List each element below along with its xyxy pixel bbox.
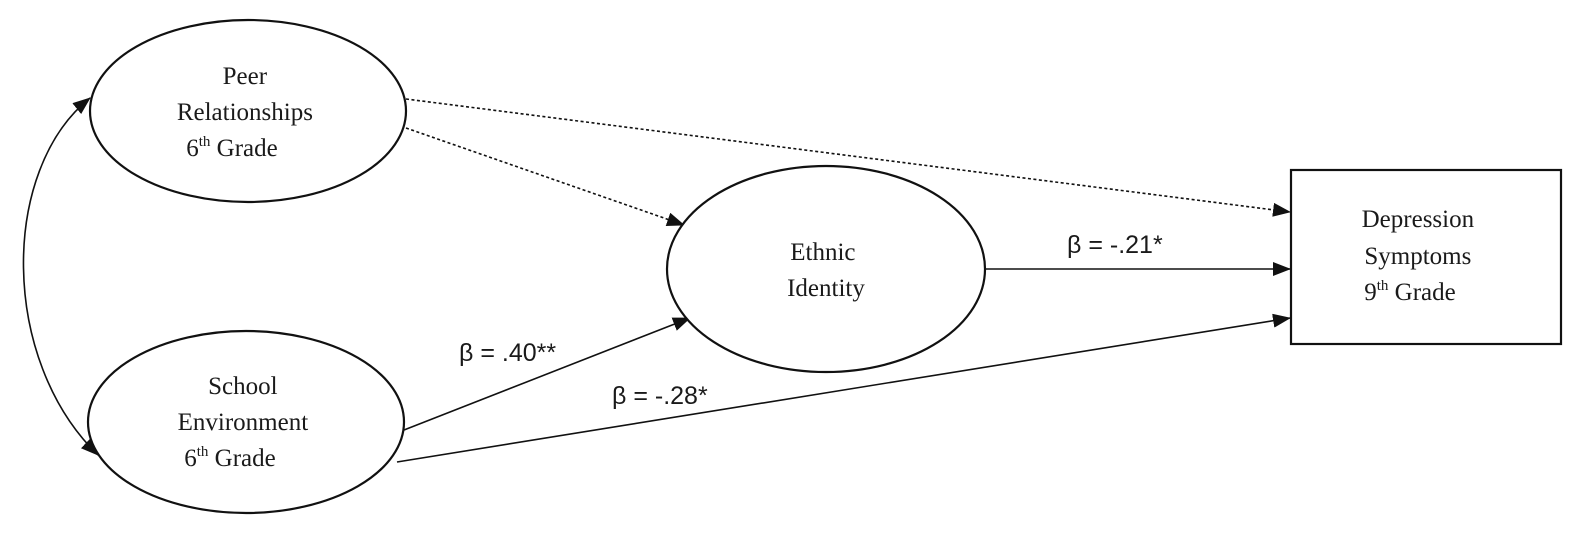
grade-suffix: th [199,134,211,150]
grade-number: 6 [186,135,199,162]
node-label-line: School [208,373,278,400]
node-ethnic-identity: Ethnic Identity [665,164,987,374]
grade-word: Grade [210,135,277,162]
path-arrow-peer-to-depression [405,98,1291,217]
grade-suffix: th [1377,278,1389,294]
coefficient-ethnic-to-depression: β = -.21* [1067,231,1163,259]
coefficient-school-to-depression: β = -.28* [612,382,708,410]
ellipse-shape [88,18,408,204]
node-label-line: Peer [223,63,268,90]
node-label: School Environment 6th Grade [178,373,315,472]
grade-word: Grade [1388,279,1455,306]
ellipse-shape [665,164,987,374]
node-label-line: Environment [178,409,309,436]
grade-number: 6 [184,445,197,472]
node-depression-symptoms: Depression Symptoms 9th Grade [1289,168,1563,346]
coefficient-school-to-ethnic: β = .40** [459,339,556,367]
path-arrow-school-to-ethnic [403,317,691,431]
node-school-environment: School Environment 6th Grade [86,329,406,515]
node-label: Peer Relationships 6th Grade [177,63,319,162]
node-label: Ethnic Identity [787,239,865,302]
node-peer-relationships: Peer Relationships 6th Grade [88,18,408,204]
node-label-line: 6th Grade [186,134,278,162]
rect-shape [1289,168,1563,346]
node-label-line: 9th Grade [1364,278,1456,306]
node-label-line: Identity [787,275,865,302]
node-label-line: Symptoms [1364,243,1471,270]
node-label-line: Ethnic [790,239,855,266]
node-label: Depression Symptoms 9th Grade [1362,206,1481,306]
node-label-line: Depression [1362,206,1475,233]
node-label-line: Relationships [177,99,313,126]
path-arrow-school-to-depression [396,313,1291,463]
ellipse-shape [86,329,406,515]
grade-word: Grade [208,445,275,472]
grade-number: 9 [1364,279,1377,306]
path-arrow-peer-to-ethnic [405,127,685,227]
grade-suffix: th [197,444,209,460]
correlation-arrow-peer-school [22,97,99,456]
node-label-line: 6th Grade [184,444,276,472]
